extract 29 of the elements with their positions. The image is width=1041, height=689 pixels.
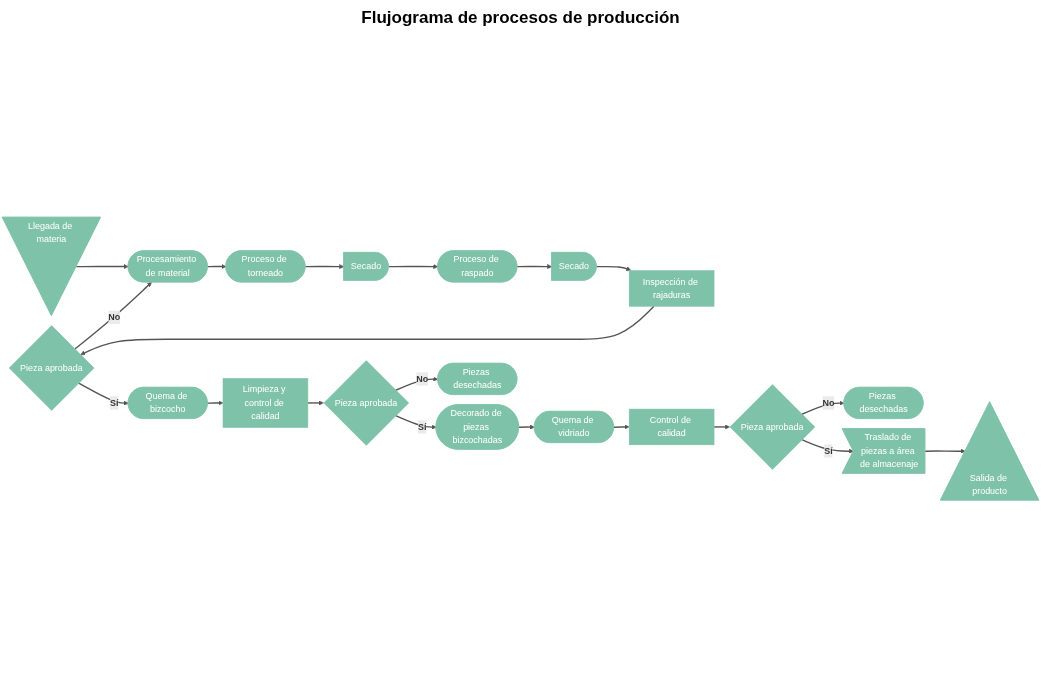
arrow (801, 439, 854, 454)
arrow (75, 264, 129, 270)
node-diamond: Pieza aprobada (8, 325, 95, 412)
arrow (395, 415, 437, 430)
arrow (206, 400, 224, 406)
diagram-title: Flujograma de procesos de producción (360, 8, 681, 28)
edge-label: No (822, 398, 835, 408)
edge-label: Sí (418, 422, 427, 432)
node-diamond: Pieza aprobada (323, 360, 409, 446)
arrow (304, 264, 345, 270)
arrow (307, 400, 324, 406)
node-diamond: Pieza aprobada (729, 384, 816, 471)
arrow (387, 264, 439, 270)
node-box: Inspección de rajaduras (628, 270, 715, 307)
node-box: Control de calidad (628, 409, 715, 446)
arrow (206, 264, 227, 270)
arrow (80, 305, 655, 356)
arrow (595, 266, 632, 272)
edge-label: Sí (110, 398, 119, 408)
arrow (74, 282, 152, 351)
edge-label: Sí (824, 446, 833, 456)
node-box: Limpieza y control de calidad (222, 378, 309, 429)
arrow (613, 424, 630, 430)
arrow (518, 424, 535, 430)
arrow (516, 264, 553, 270)
arrow (924, 449, 966, 454)
arrow (713, 424, 730, 430)
edge-label: No (108, 312, 121, 322)
edge-label: No (416, 374, 429, 384)
